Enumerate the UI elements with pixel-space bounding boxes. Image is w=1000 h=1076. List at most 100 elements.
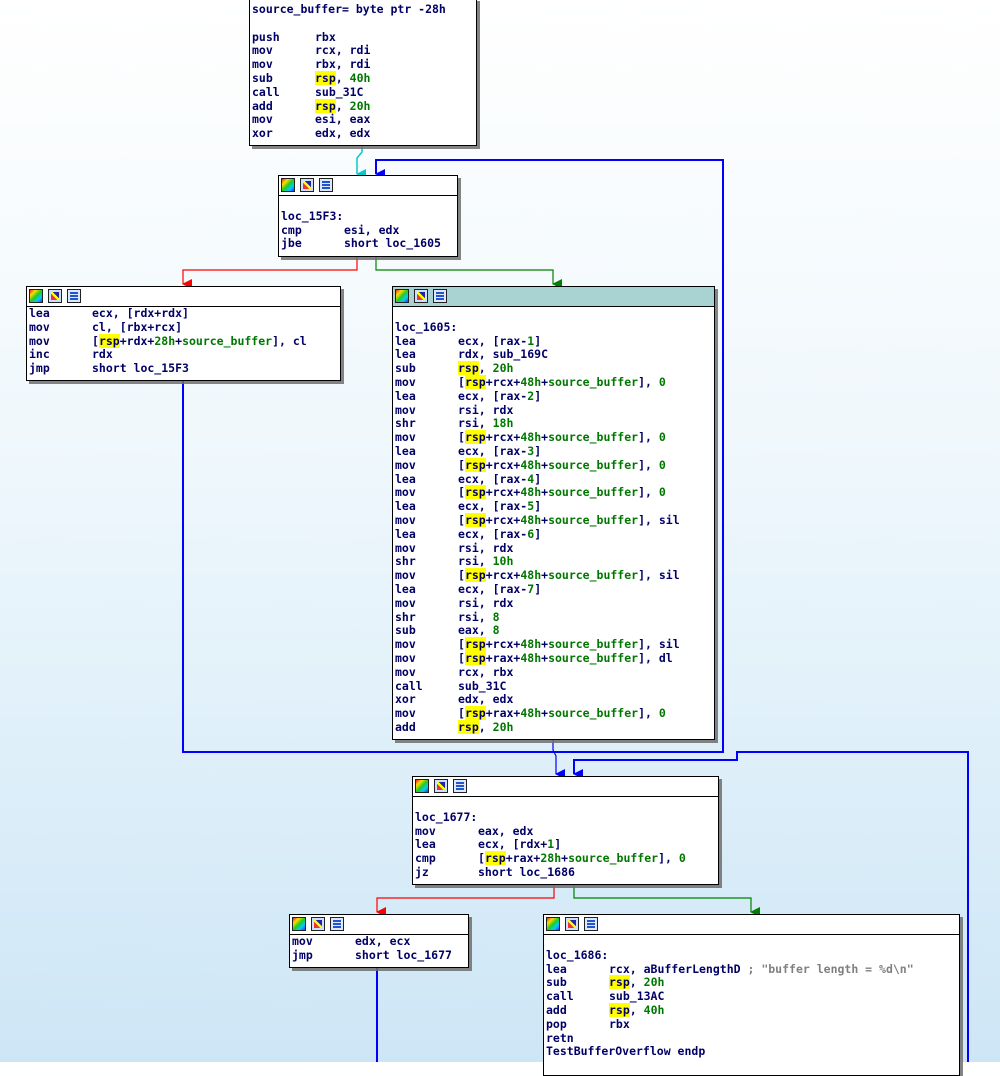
edit-node-icon[interactable] [434, 779, 448, 793]
operand-number[interactable]: 0 [658, 430, 666, 445]
instruction-line[interactable]: mov[rsp+rcx+48h+source_buffer], sil [395, 512, 712, 528]
mnemonic[interactable]: lea [29, 306, 50, 320]
operand-text[interactable]: , [335, 98, 350, 113]
highlighted-register[interactable]: rsp [98, 333, 120, 348]
operand-number[interactable]: 1 [547, 837, 555, 852]
operand-text[interactable]: ] [534, 581, 542, 596]
mnemonic[interactable]: lea [395, 581, 416, 596]
edit-node-icon[interactable] [311, 917, 325, 931]
operand-text[interactable]: rsi, rdx [458, 595, 514, 610]
instruction-line[interactable]: mov[rsp+rcx+48h+source_buffer], sil [395, 637, 712, 652]
mnemonic[interactable]: mov [395, 706, 416, 721]
operand-text[interactable]: ecx, [rax- [458, 526, 528, 541]
mnemonic[interactable]: mov [395, 485, 416, 500]
operand-text[interactable]: [ [458, 706, 465, 721]
operand-number[interactable]: source_buffer [548, 706, 639, 721]
mnemonic[interactable]: xor [252, 126, 273, 141]
operand-number[interactable]: 8 [492, 623, 500, 638]
label-text[interactable]: loc_1605: [395, 319, 458, 334]
operand-text[interactable]: [ [92, 333, 99, 348]
operand-number[interactable]: 20h [349, 98, 371, 113]
mnemonic[interactable]: jmp [292, 947, 313, 962]
node-list-icon[interactable] [433, 289, 447, 303]
operand-text[interactable]: ecx, [rax- [458, 443, 528, 458]
operand-text[interactable]: rsi, [458, 554, 493, 569]
highlighted-register[interactable]: rsp [464, 706, 486, 721]
operand-text[interactable]: ] [534, 499, 542, 514]
mnemonic[interactable]: jmp [29, 361, 50, 376]
instruction-line[interactable]: mov[rsp+rcx+48h+source_buffer], 0 [395, 457, 712, 473]
operand-text[interactable]: esi, edx [344, 222, 400, 237]
operand-text[interactable]: ecx, [rax- [458, 499, 528, 514]
mnemonic[interactable]: shr [395, 609, 416, 624]
graph-overview-icon[interactable] [415, 779, 429, 793]
label-text[interactable]: loc_1677: [415, 809, 478, 824]
operand-text[interactable]: , [478, 719, 493, 734]
mnemonic[interactable]: mov [395, 512, 416, 527]
operand-text[interactable]: [ [458, 374, 465, 389]
operand-text[interactable]: , [629, 1002, 644, 1017]
mnemonic[interactable]: sub [395, 623, 416, 638]
operand-number[interactable]: 48h [520, 637, 542, 652]
mnemonic[interactable]: mov [292, 934, 313, 948]
highlighted-register[interactable]: rsp [609, 1002, 630, 1017]
mnemonic[interactable]: lea [395, 471, 416, 486]
mnemonic[interactable]: mov [395, 402, 416, 417]
node-list-icon[interactable] [67, 289, 81, 303]
node-list-icon[interactable] [453, 779, 467, 793]
label-text[interactable]: source_buffer= byte ptr -28h [252, 2, 446, 16]
operand-number[interactable]: 48h [520, 457, 542, 472]
operand-text[interactable]: + [541, 568, 549, 583]
operand-text[interactable]: ecx, [rax- [458, 388, 528, 403]
graph-overview-icon[interactable] [546, 917, 560, 931]
edit-node-icon[interactable] [300, 178, 314, 192]
operand-text[interactable]: + [541, 637, 549, 652]
operand-text[interactable]: sub_31C [315, 84, 364, 99]
operand-text[interactable]: + [541, 650, 549, 665]
operand-number[interactable]: 5 [527, 499, 535, 514]
operand-number[interactable]: 2 [527, 388, 535, 403]
operand-text[interactable]: sub_31C [458, 678, 507, 693]
operand-text[interactable]: cl, [rbx+rcx] [92, 319, 183, 334]
operand-text[interactable]: + [541, 512, 549, 527]
operand-text[interactable]: +rdx+ [119, 333, 155, 348]
operand-text[interactable]: ], sil [638, 568, 680, 583]
mnemonic[interactable]: mov [29, 319, 50, 334]
operand-number[interactable]: source_buffer [548, 430, 639, 445]
highlighted-register[interactable]: rsp [464, 650, 486, 665]
mnemonic[interactable]: lea [395, 333, 416, 348]
operand-text[interactable]: +rcx+ [485, 512, 521, 527]
operand-number[interactable]: 48h [520, 512, 542, 527]
highlighted-register[interactable]: rsp [464, 568, 486, 583]
mnemonic[interactable]: mov [395, 374, 416, 389]
operand-text[interactable]: rsi, rdx [458, 540, 514, 555]
operand-text[interactable]: , [478, 361, 493, 376]
node-list-icon[interactable] [584, 917, 598, 931]
operand-number[interactable]: source_buffer [548, 457, 639, 472]
operand-number[interactable]: 20h [492, 361, 514, 376]
mnemonic[interactable]: sub [546, 975, 567, 990]
operand-text[interactable]: rcx, rbx [458, 664, 514, 679]
mnemonic[interactable]: mov [395, 650, 416, 665]
mnemonic[interactable]: lea [415, 837, 436, 852]
operand-text[interactable]: + [541, 430, 549, 445]
operand-text[interactable]: [ [458, 485, 465, 500]
operand-number[interactable]: 28h [154, 333, 176, 348]
instruction-line[interactable]: retn [546, 1031, 957, 1046]
